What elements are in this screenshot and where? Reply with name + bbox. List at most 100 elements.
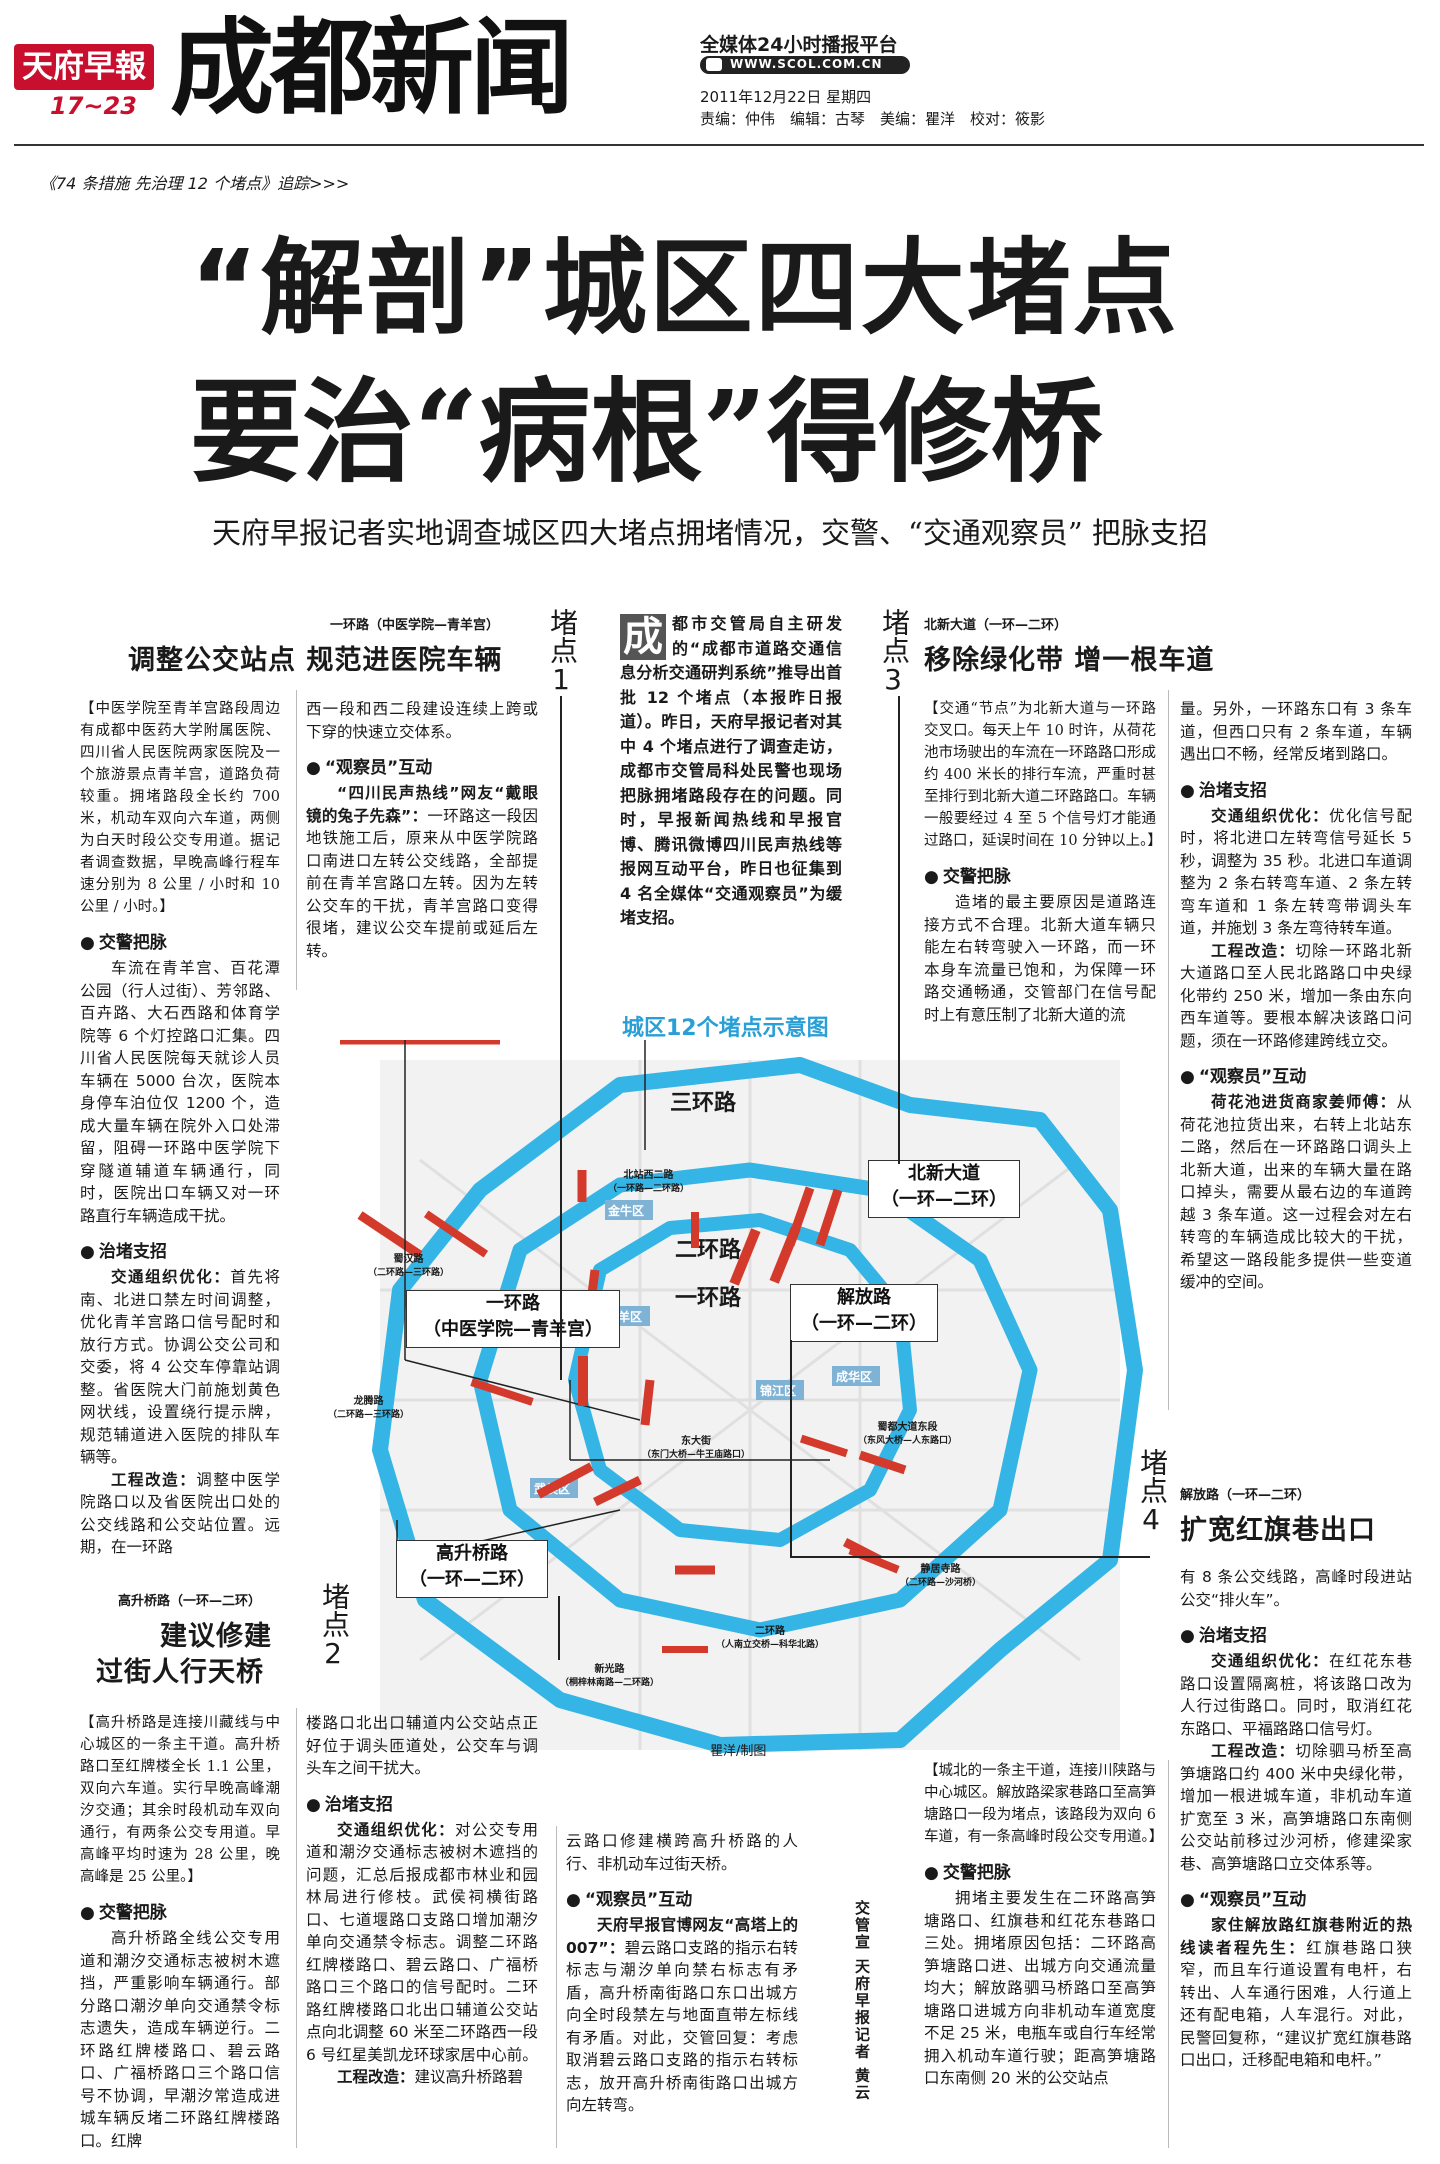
leader-spot4-h (790, 1556, 1150, 1558)
spot2-tag-text: 堵点 (318, 1582, 351, 1638)
spot3-police-heading: 交警把脉 (924, 862, 1156, 887)
spot4-kicker-text: 解放路（一环—二环） (1180, 1488, 1311, 1503)
callout-spot2-l1: 高升桥路 (436, 1543, 508, 1564)
spot4-tag: 堵点 4 (1136, 1448, 1169, 1536)
district-badge-jinniu (605, 1200, 653, 1220)
map-spot-erhuan-l1: 二环路 (755, 1626, 785, 1637)
website-url: WWW.SCOL.COM.CN (730, 57, 883, 71)
ring2-road (472, 1162, 1038, 1638)
spot2-note: 【高升桥路是连接川藏线与中心城区的一条主干道。高升桥路口至红牌楼全长 1.1 公… (80, 1715, 280, 1885)
district-jinniu: 金牛区 (608, 1204, 645, 1218)
spot2-title-line1: 建议修建 (160, 1621, 272, 1652)
spot2-eng-lead: 工程改造： (337, 2068, 415, 2086)
district-badge-jinjiang (756, 1380, 804, 1400)
spot3-cont-text: 量。另外，一环路东口有 3 条车道，但西口只有 2 条车道，车辆遇出口不畅，经常… (1180, 700, 1412, 763)
paper-logo: 天府早報 (14, 44, 154, 90)
headline-line2: 要治“病根”得修桥 (190, 367, 1103, 498)
spot3-kicker: 北新大道（一环—二环） (924, 614, 1067, 633)
spot1-eng-text: 调整中医学院路口以及省医院出口处的公交线路和公交站位置。远期，在一环路 (80, 1470, 280, 1557)
callout-spot2: 高升桥路 （一环—二环） (396, 1540, 548, 1598)
spot1-col1: 【中医学院至青羊宫路段周边有成都中医药大学附属医院、四川省人民医院两家医院及一个… (80, 698, 280, 1559)
spot1-cont-text: 西一段和西二段建设连续上跨或下穿的快速立交体系。 (306, 700, 538, 741)
spot4-police-heading: 交警把脉 (924, 1858, 1156, 1883)
spot2-col1: 【高升桥路是连接川藏线与中心城区的一条主干道。高升桥路口至红牌楼全长 1.1 公… (80, 1712, 280, 2152)
spot3-col2: 量。另外，一环路东口有 3 条车道，但西口只有 2 条车道，车辆遇出口不畅，经常… (1180, 698, 1412, 1294)
spot1-police-text: 车流在青羊宫、百花潭公园（行人过街）、芳邻路、百卉路、大石西路和体育学院等 6 … (80, 959, 280, 1225)
callout-spot3-l1: 北新大道 (908, 1163, 980, 1184)
spot2-cont2-text: 云路口修建横跨高升桥路的人行、非机动车过街天桥。 (566, 1832, 798, 1873)
map-spot-erhuan: 二环路 （人南立交桥—科华北路） (716, 1622, 824, 1650)
spot2-col2: 楼路口北出口辅道内公交站点正好位于调头匝道处，公交车与调头车之间干扰大。 治堵支… (306, 1712, 538, 2089)
spot2-cure-text: 对公交专用道和潮汐交通标志被树木遮挡的问题，汇总后报成都市林业和园林局进行修枝。… (306, 1820, 538, 2064)
spot3-obs-heading: “观察员”互动 (1180, 1062, 1412, 1087)
spot2-cont-text: 楼路口北出口辅道内公交站点正好位于调头匝道处，公交车与调头车之间干扰大。 (306, 1714, 538, 1777)
spot4-note: 【城北的一条主干道，连接川陕路与中心城区。解放路梁家巷路口至高笋塘路口一段为堵点… (924, 1763, 1164, 1845)
spot3-tag: 堵点 3 (878, 608, 911, 696)
map-spot-shudu: 蜀都大道东段 （东风大桥—人东路口） (858, 1418, 957, 1446)
callout-spot3: 北新大道 （一环—二环） (868, 1160, 1020, 1218)
spot4-tag-text: 堵点 (1136, 1448, 1169, 1504)
page-range: 17~23 (50, 92, 137, 120)
spot1-cure-text: 首先将南、北进口禁左时间调整，优化青羊宫路口信号配时和放行方式。协调公交公司和交… (80, 1268, 280, 1466)
map-spot-jingjusi: 静居寺路 （二环路—沙河桥） (900, 1560, 981, 1588)
district-chenghua: 成华区 (836, 1370, 873, 1384)
map-title: 城区12个堵点示意图 (622, 1016, 829, 1041)
spot2-obs-lead: 天府早报官博网友“高塔上的 007”： (566, 1916, 798, 1957)
leader-spot4-v (790, 1340, 792, 1556)
spot1-obs-lead: “四川民声热线”网友“戴眼镜的兔子先森”： (306, 784, 538, 825)
leader-spot2 (558, 1596, 560, 1660)
map-spot-erhuan-l2: （人南立交桥—科华北路） (716, 1640, 825, 1650)
spot1-note: 【中医学院至青羊宫路段周边有成都中医药大学附属医院、四川省人民医院两家医院及一个… (80, 701, 280, 915)
spot4-col-right: 有 8 条公交线路，高峰时段进站公交“排火车”。 治堵支招 交通组织优化：在红花… (1180, 1566, 1412, 2072)
spot2-tag-num: 2 (324, 1637, 342, 1670)
map-spot-xinguang-l1: 新光路 (594, 1664, 625, 1675)
section-title: 成都新闻 (170, 6, 574, 129)
map-spot-jingjusi-l1: 静居寺路 (920, 1564, 961, 1575)
map-spot-dongdajie-l1: 东大街 (681, 1436, 711, 1447)
intro-drop-cap: 成 (620, 614, 666, 660)
spot2-cure-lead: 交通组织优化： (337, 1820, 456, 1839)
spot3-obs-lead: 荷花池进货商家姜师傅： (1211, 1093, 1397, 1111)
map-spot-longteng: 龙腾路 （二环路—三环路） (328, 1392, 409, 1420)
spot2-tag: 堵点 2 (318, 1582, 351, 1670)
map-spot-beizhan-l1: 北站西二路 (623, 1170, 674, 1181)
spot2-col3: 云路口修建横跨高升桥路的人行、非机动车过街天桥。 “观察员”互动 天府早报官博网… (566, 1830, 798, 2117)
intro-box: 成 都市交管局自主研发的“成都市道路交通信息分析交通研判系统”推导出首批 12 … (620, 612, 842, 931)
spot3-cure-text: 优化信号配时，将北进口左转弯信号延长 5 秒，调整为 35 秒。北进口车道调整为… (1180, 806, 1412, 938)
spot2-obs-text: 碧云路口支路的指示右转标志与潮汐单向禁右标志有矛盾，高升桥南街路口东口出城方向全… (566, 1938, 798, 2115)
map-spot-dongdajie-l2: （东门大桥—牛王庙路口） (642, 1450, 751, 1460)
callout-spot4-l2: （一环—二环） (801, 1313, 927, 1334)
spot2-kicker-text: 高升桥路（一环—二环） (118, 1594, 262, 1609)
spot3-cure-heading: 治堵支招 (1180, 776, 1412, 801)
map-spot-jingjusi-l2: （二环路—沙河桥） (900, 1578, 982, 1588)
spot3-obs-text: 从荷花池拉货出来，右转上北站东二路，然后在一环路路口调头上北新大道，出来的车辆大… (1180, 1093, 1412, 1291)
spot2-police-heading: 交警把脉 (80, 1898, 280, 1923)
jam-bar-erhuan (662, 1646, 708, 1653)
map-spot-beizhan-l2: （一环路—二环路） (608, 1184, 690, 1194)
callout-spot2-l2: （一环—二环） (409, 1569, 535, 1590)
spot4-obs-text: 红旗巷路口狭窄，而且车行道设置有电杆，右转出、人车通行困难，人行道上还有配电箱，… (1180, 1938, 1412, 2070)
jam-bar-beizhan (691, 1212, 699, 1248)
spot4-cure-text: 在红花东巷路口设置隔离桩，将该路口改为人行过街路口。同时，取消红花东路口、平福路… (1180, 1652, 1412, 1738)
spot1-cure-lead: 交通组织优化： (111, 1268, 231, 1286)
map-spot-xinguang: 新光路 （桐梓林南路—二环路） (560, 1660, 659, 1688)
jam-bar-spot1 (578, 1356, 588, 1406)
spot1-kicker-text: 一环路（中医学院—青羊宫） (330, 618, 500, 633)
spot2-eng-text: 建议高升桥路碧 (414, 2068, 524, 2086)
spot2-cure-heading: 治堵支招 (306, 1790, 538, 1815)
date-line: 2011年12月22日 星期四 (700, 88, 872, 106)
spot2-title-line2: 过街人行天桥 (96, 1657, 264, 1688)
spot1-tag: 堵点 1 (546, 608, 579, 696)
spot3-eng-text: 切除一环路北新大道路口至人民北路路口中央绿化带约 250 米，增加一条由东向西车… (1180, 941, 1412, 1050)
leader-spot3 (898, 696, 900, 1164)
ring1-road (568, 1213, 917, 1547)
map-ring1-label: 一环路 (675, 1286, 742, 1311)
byline: 交管宣 天府早报记者 黄云 (853, 1900, 871, 2102)
spot3-col1: 【交通“节点”为北新大道与一环路交叉口。每天上午 10 时许，从荷花池市场驶出的… (924, 698, 1162, 1026)
map-spot-longteng-l1: 龙腾路 (353, 1396, 384, 1407)
divider-bottom-right (1168, 1760, 1169, 2148)
divider-bottom-left (296, 1708, 297, 2148)
spot3-title: 移除绿化带 增一根车道 (924, 645, 1215, 676)
spot4-police-text: 拥堵主要发生在二环路高笋塘路口、红旗巷和红花东巷路口三处。拥堵原因包括：二环路高… (924, 1889, 1156, 2087)
spot3-police-text: 造堵的最主要原因是道路连接方式不合理。北新大道车辆只能左右转弯驶入一环路，而一环… (924, 893, 1156, 1024)
